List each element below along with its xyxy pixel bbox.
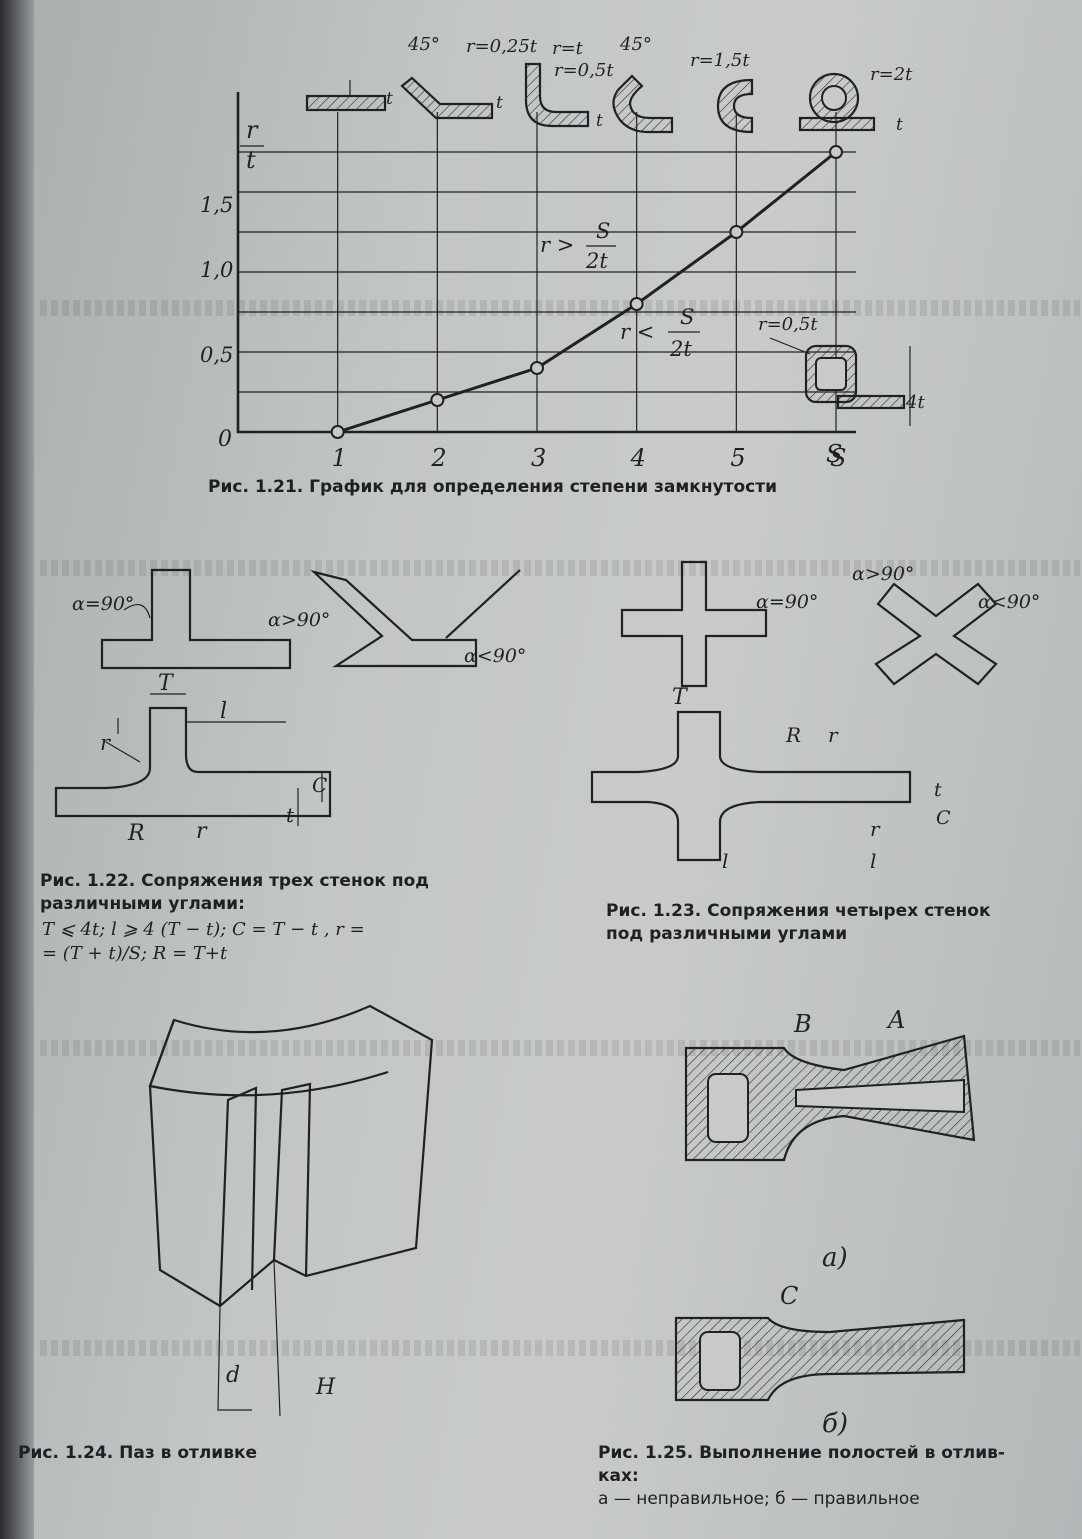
svg-text:α<90°: α<90° [978,591,1040,613]
figure-1-23: α=90° α>90° α<90° T R r t C r l l [590,560,1040,873]
svg-text:C: C [312,773,327,797]
svg-text:T: T [672,685,689,710]
y-tick: 0,5 [200,343,233,367]
svg-text:а): а) [822,1243,848,1273]
profile-tube [798,72,876,132]
x-tick: 1 [332,444,347,472]
profile-c-shape [716,78,754,134]
profile-label: t [496,93,503,113]
svg-text:α=90°: α=90° [756,591,818,613]
svg-text:r: r [870,817,881,841]
profile-hook [612,74,674,134]
region-upper-den: 2t [585,249,608,273]
figure-1-24-caption: Рис. 1.24. Паз в отливке [18,1443,258,1463]
profile-label: r=0,5t [554,60,614,81]
chart-point [629,297,644,311]
figure-1-22: α=90° α>90° α<90° T l r C t R r [54,568,526,846]
figure-1-25: B A а) C б) [674,1006,976,1439]
profile-label: 45° [407,34,440,55]
region-upper-num: S [596,219,610,243]
x-tick: 3 [531,444,546,472]
profile-45-bend [400,76,494,120]
bleed-through-text [40,1040,1080,1056]
profile-square-tube [769,337,911,426]
slot-depth-label: H [315,1375,336,1400]
svg-text:α=90°: α=90° [72,593,134,615]
svg-text:r: r [100,731,112,755]
profile-label: r=2t [870,64,913,85]
bleed-through-text [40,560,1080,576]
figure-1-21-caption: Рис. 1.21. График для определения степен… [208,477,778,497]
chart-point [530,361,544,375]
svg-text:r: r [196,819,208,844]
slot-width-label: d [226,1363,240,1388]
profile-label: t [896,115,903,135]
chart-series-line [337,150,837,434]
svg-text:C: C [780,1282,798,1310]
profile-label: r=0,5t [758,314,818,335]
profile-label: t [596,111,603,131]
figure-1-22-formula: T ⩽ 4t; l ⩾ 4 (T − t); C = T − t , r = =… [42,919,365,964]
profile-flat-plate [305,80,387,112]
x-tick: 4 [630,444,646,472]
svg-text:l: l [220,699,227,724]
region-lower-label: r < [620,320,654,344]
book-spine [0,0,34,1539]
y-axis-label: t [246,146,256,174]
chart-point [729,225,744,239]
profile-label: r=0,25t [466,36,538,57]
chart-point [330,425,345,439]
region-lower-den: 2t [669,337,692,361]
profile-label: t [386,89,393,109]
y-tick: 0 [218,427,232,452]
svg-text:R: R [785,723,801,747]
profile-label: r=t [552,38,584,59]
profile-label: 45° [619,34,652,55]
chart-point [829,145,843,159]
svg-text:R: R [127,821,145,846]
svg-text:A: A [886,1006,905,1034]
svg-text:r: r [828,723,839,747]
chart-grid [236,92,856,434]
x-tick: 5 [730,444,745,472]
svg-text:C: C [936,807,951,829]
profile-label: r=1,5t [690,50,750,71]
svg-text:α>90°: α>90° [852,563,914,585]
figure-1-24: d H [148,1004,434,1417]
svg-text:T: T [158,671,175,696]
y-axis-label: r [246,116,259,144]
svg-text:l: l [870,849,876,873]
svg-text:B: B [793,1010,812,1038]
y-tick: 1,5 [200,193,233,217]
x-tick: S [830,444,846,472]
chart-point [430,393,445,407]
svg-text:б): б) [822,1409,848,1439]
profile-channel [524,62,590,128]
svg-text:l: l [722,849,728,873]
figure-1-23-caption: Рис. 1.23. Сопряжения четырех стенок под… [606,901,991,944]
x-axis-end-label: S [826,440,842,468]
figure-1-22-caption: Рис. 1.22. Сопряжения трех стенок под ра… [40,871,429,914]
y-tick: 1,0 [200,258,233,282]
svg-text:t: t [286,803,295,827]
svg-text:t: t [934,779,942,801]
region-lower-num: S [680,305,694,329]
svg-text:α<90°: α<90° [464,645,526,667]
svg-text:α>90°: α>90° [268,609,330,631]
figure-1-25-caption: Рис. 1.25. Выполнение полостей в отлив- … [598,1443,1005,1509]
region-upper-label: r > [540,233,574,257]
x-tick: 2 [430,444,446,472]
profile-label: 4t [905,392,925,413]
